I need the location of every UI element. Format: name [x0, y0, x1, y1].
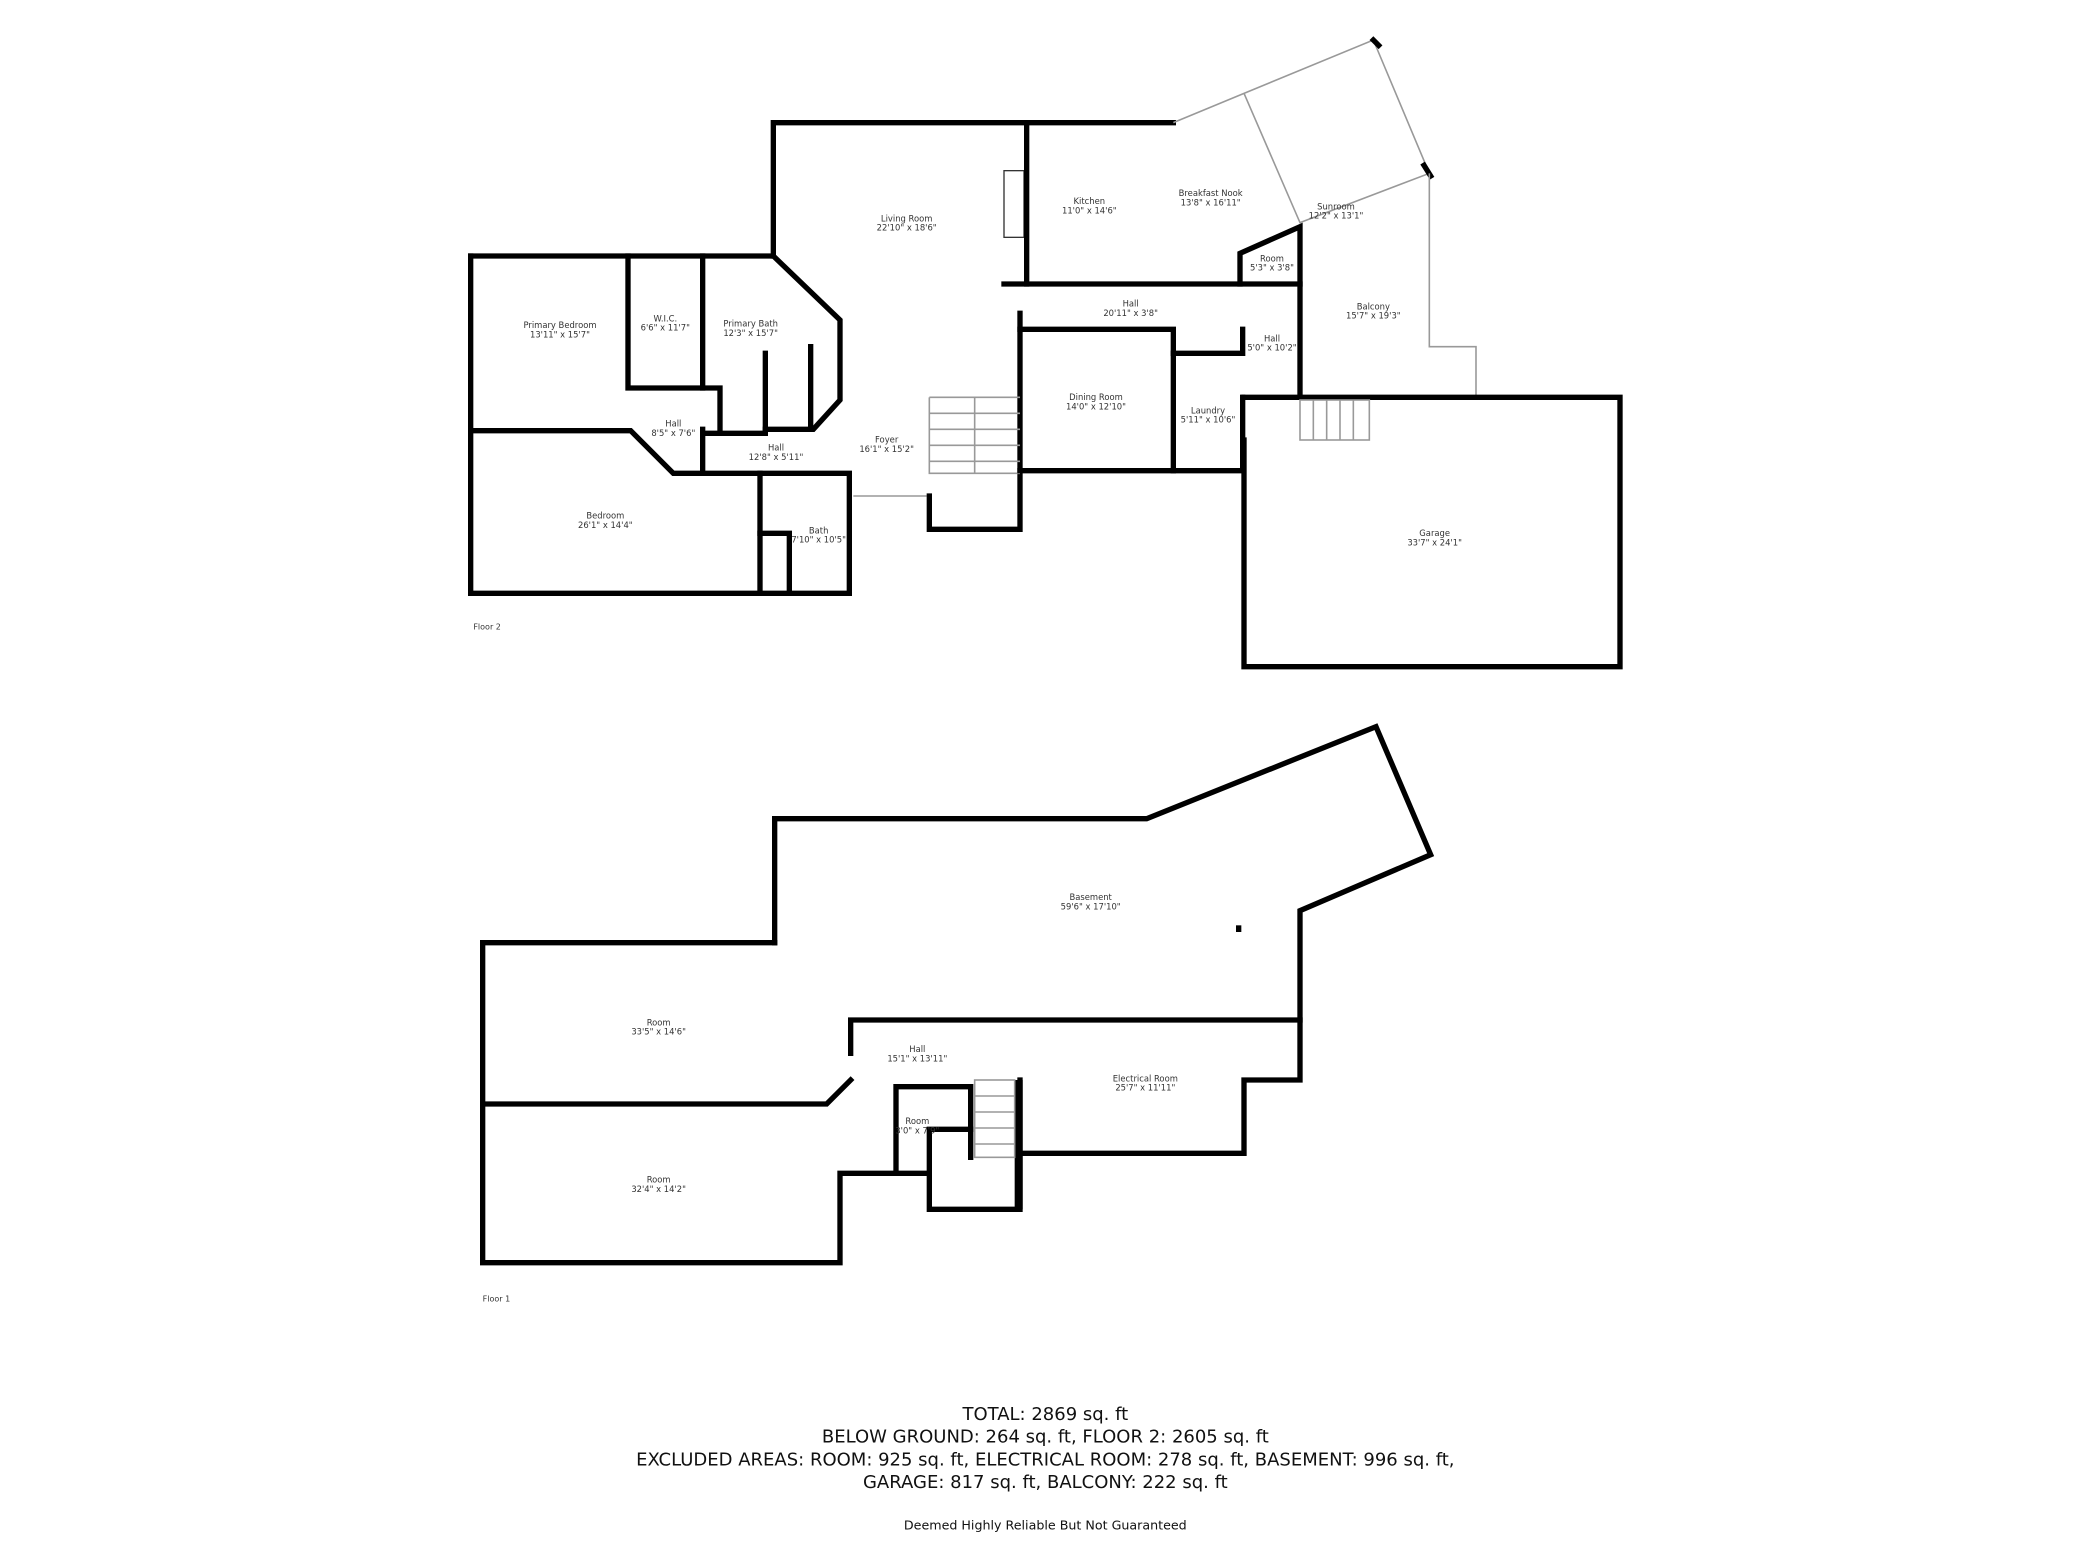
room-name: Breakfast Nook: [1179, 188, 1243, 198]
room-name: Laundry: [1191, 405, 1225, 415]
room-dims: 14'0" x 12'10": [1066, 401, 1126, 411]
room-dims: 15'7" x 19'3": [1346, 311, 1401, 321]
room-dims: 5'3" x 3'8": [1250, 263, 1294, 273]
room-dims: 13'11" x 15'7": [530, 329, 590, 339]
room-name: Sunroom: [1317, 201, 1355, 211]
room-name: Dining Room: [1069, 392, 1123, 402]
floor2-label: Floor 2: [473, 622, 501, 631]
room-name: Hall: [909, 1044, 925, 1054]
room-name: Bedroom: [586, 511, 624, 521]
summary-excluded-cont: GARAGE: 817 sq. ft, BALCONY: 222 sq. ft: [863, 1472, 1228, 1493]
room-name: Hall: [768, 443, 784, 453]
room-name: Room: [647, 1175, 671, 1185]
room-dims: 26'1" x 14'4": [578, 520, 633, 530]
room-dims: 12'2" x 13'1": [1309, 211, 1364, 221]
stairs-floor2: [928, 397, 1020, 475]
room-dims: 3'0" x 7'9": [895, 1125, 939, 1135]
stairs-garage: [1299, 399, 1371, 441]
floor1-label: Floor 1: [483, 1294, 511, 1303]
room-dims: 16'1" x 15'2": [859, 444, 914, 454]
room-name: Bath: [809, 525, 829, 535]
room-name: Hall: [1264, 333, 1280, 343]
room-dims: 7'10" x 10'5": [791, 535, 846, 545]
room-dims: 59'6" x 17'10": [1061, 901, 1121, 911]
room-dims: 20'11" x 3'8": [1103, 308, 1158, 318]
room-name: Kitchen: [1074, 196, 1106, 206]
room-name: Room: [647, 1017, 671, 1027]
summary-excluded: EXCLUDED AREAS: ROOM: 925 sq. ft, ELECTR…: [636, 1449, 1454, 1470]
room-dims: 32'4" x 14'2": [631, 1184, 686, 1194]
room-dims: 33'5" x 14'6": [631, 1027, 686, 1037]
room-name: Electrical Room: [1113, 1073, 1178, 1083]
disclaimer: Deemed Highly Reliable But Not Guarantee…: [904, 1517, 1187, 1532]
room-name: Hall: [665, 419, 681, 429]
fireplace: [1003, 170, 1025, 238]
room-dims: 11'0" x 14'6": [1062, 205, 1117, 215]
stairs-floor1: [973, 1079, 1016, 1159]
room-dims: 25'7" x 11'11": [1115, 1083, 1175, 1093]
room-name: Living Room: [881, 213, 933, 223]
room-dims: 15'1" x 13'11": [887, 1053, 947, 1063]
room-dims: 33'7" x 24'1": [1407, 537, 1462, 547]
room-dims: 12'3" x 15'7": [723, 328, 778, 338]
summary-below-ground: BELOW GROUND: 264 sq. ft, FLOOR 2: 2605 …: [822, 1427, 1269, 1448]
room-dims: 6'6" x 11'7": [641, 323, 690, 333]
room-dims: 22'10" x 18'6": [877, 223, 937, 233]
room-name: Basement: [1069, 892, 1112, 902]
floor2-plan: Floor 2: [468, 36, 1623, 670]
room-name: Hall: [1123, 299, 1139, 309]
room-name: Room: [1260, 253, 1284, 263]
room-name: Foyer: [875, 435, 899, 445]
room-name: W.I.C.: [653, 313, 677, 323]
summary-total: TOTAL: 2869 sq. ft: [961, 1404, 1128, 1425]
room-name: Primary Bedroom: [523, 320, 596, 330]
floor1-walls: [480, 723, 1435, 1266]
room-dims: 13'8" x 16'11": [1181, 197, 1241, 207]
room-dims: 5'0" x 10'2": [1247, 343, 1296, 353]
area-summary: TOTAL: 2869 sq. ft BELOW GROUND: 264 sq.…: [636, 1404, 1454, 1532]
floor1-plan: Floor 1: [480, 723, 1435, 1303]
room-dims: 8'5" x 7'6": [651, 428, 695, 438]
room-dims: 12'8" x 5'11": [749, 452, 804, 462]
room-name: Balcony: [1357, 301, 1390, 311]
floor2-walls: [468, 36, 1623, 670]
room-name: Primary Bath: [723, 319, 778, 329]
room-dims: 5'11" x 10'6": [1181, 415, 1236, 425]
room-name: Room: [905, 1116, 929, 1126]
room-name: Garage: [1419, 528, 1450, 538]
